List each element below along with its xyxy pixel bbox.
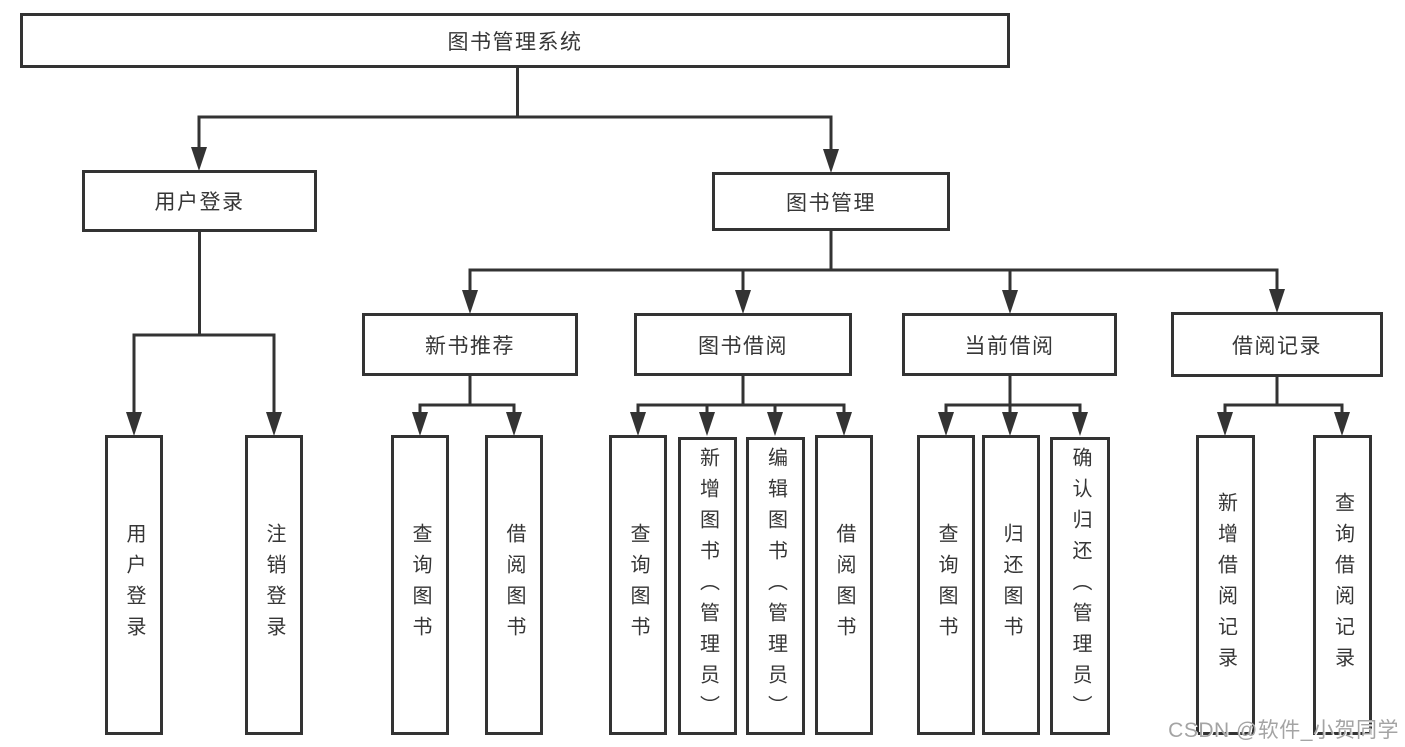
leaf-query-book-2: 查询图书 (609, 435, 667, 735)
leaf-query-borrow-record: 查询借阅记录 (1313, 435, 1372, 735)
leaf-query-book-2-label: 查询图书 (627, 523, 649, 647)
node-book-borrow: 图书借阅 (634, 313, 852, 376)
leaf-confirm-return-admin: 确认归还（管理员） (1050, 437, 1110, 735)
node-borrow-records-label: 借阅记录 (1232, 334, 1322, 358)
leaf-query-borrow-record-label: 查询借阅记录 (1331, 492, 1354, 678)
leaf-add-book-admin-label: 新增图书（管理员） (696, 446, 719, 726)
node-root: 图书管理系统 (20, 13, 1010, 68)
leaf-edit-book-admin: 编辑图书（管理员） (746, 437, 805, 735)
node-current-borrow-label: 当前借阅 (964, 334, 1055, 358)
leaf-return-book-label: 归还图书 (1000, 523, 1022, 647)
leaf-confirm-return-admin-label: 确认归还（管理员） (1069, 446, 1091, 726)
leaf-logout: 注销登录 (245, 435, 303, 735)
leaf-add-book-admin: 新增图书（管理员） (678, 437, 737, 735)
leaf-query-book-3-label: 查询图书 (935, 523, 957, 647)
leaf-add-borrow-record-label: 新增借阅记录 (1214, 492, 1237, 678)
node-book-management: 图书管理 (712, 172, 950, 231)
leaf-borrow-book-2-label: 借阅图书 (833, 523, 855, 647)
node-borrow-records: 借阅记录 (1171, 312, 1383, 377)
leaf-edit-book-admin-label: 编辑图书（管理员） (764, 446, 787, 726)
leaf-query-book-1: 查询图书 (391, 435, 449, 735)
node-user-login: 用户登录 (82, 170, 317, 232)
leaf-user-login-label: 用户登录 (123, 523, 145, 647)
node-book-borrow-label: 图书借阅 (698, 334, 788, 358)
watermark-text: CSDN @软件_小贺同学 (1168, 719, 1399, 742)
node-new-book-recommend-label: 新书推荐 (425, 334, 515, 358)
node-current-borrow: 当前借阅 (902, 313, 1117, 376)
leaf-borrow-book-2: 借阅图书 (815, 435, 873, 735)
arrowheads (126, 147, 1350, 436)
leaf-borrow-book-1-label: 借阅图书 (503, 523, 525, 647)
leaf-add-borrow-record: 新增借阅记录 (1196, 435, 1255, 735)
node-book-management-label: 图书管理 (786, 191, 876, 215)
leaf-query-book-3: 查询图书 (917, 435, 975, 735)
node-user-login-label: 用户登录 (154, 191, 245, 214)
leaf-query-book-1-label: 查询图书 (409, 523, 431, 647)
node-new-book-recommend: 新书推荐 (362, 313, 578, 376)
leaf-return-book: 归还图书 (982, 435, 1040, 735)
leaf-logout-label: 注销登录 (263, 523, 285, 647)
leaf-borrow-book-1: 借阅图书 (485, 435, 543, 735)
node-root-label: 图书管理系统 (447, 30, 583, 54)
leaf-user-login: 用户登录 (105, 435, 163, 735)
